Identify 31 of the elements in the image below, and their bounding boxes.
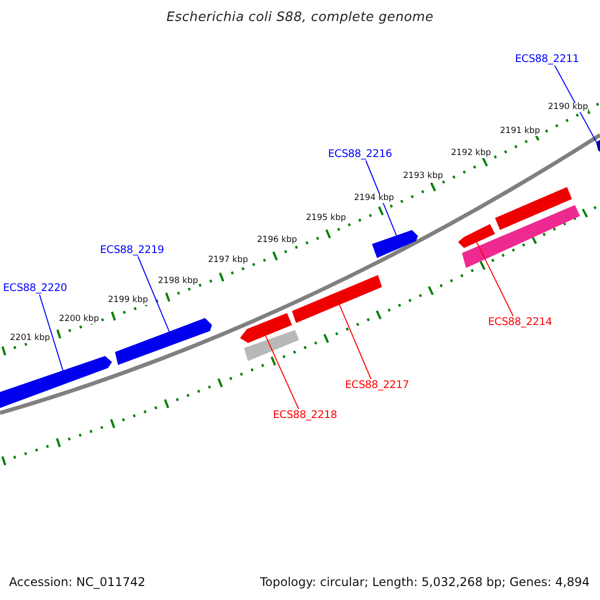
- leader-line: [38, 294, 64, 371]
- leader-line: [554, 65, 597, 142]
- leader-line: [137, 256, 170, 332]
- scale-label: 2191 kbp: [500, 127, 540, 136]
- gene-label: ECS88_2217: [345, 380, 409, 390]
- gene-feature: [292, 275, 382, 323]
- leader-line: [265, 335, 300, 410]
- genome-info-text: Topology: circular; Length: 5,032,268 bp; Genes: 4,894: [260, 576, 590, 588]
- gene-label: ECS88_2214: [488, 317, 552, 328]
- gene-feature: [495, 187, 572, 230]
- gene-feature: [0, 356, 112, 408]
- scale-label: 2197 kbp: [208, 256, 248, 264]
- scale-label: 2198 kbp: [158, 277, 198, 286]
- gene-label: ECS88_2218: [273, 410, 337, 420]
- gene-feature: [458, 224, 495, 248]
- leader-line: [476, 242, 514, 316]
- gene-label: ECS88_2216: [328, 149, 392, 160]
- gene-feature: [115, 318, 212, 365]
- gene-feature: [596, 140, 600, 152]
- gene-label: ECS88_2211: [515, 54, 579, 64]
- accession-text: Accession: NC_011742: [9, 576, 146, 588]
- scale-label: 2195 kbp: [306, 214, 346, 222]
- title: Escherichia coli S88, complete genome: [166, 11, 434, 24]
- gene-feature: [372, 230, 418, 258]
- gene-label: ECS88_2220: [3, 283, 67, 294]
- gene-feature: [240, 313, 292, 343]
- leader-line: [365, 160, 397, 236]
- gene-label: ECS88_2219: [100, 245, 164, 256]
- leader-line: [338, 304, 372, 380]
- scale-label: 2200 kbp: [59, 315, 100, 324]
- scale-label: 2193 kbp: [403, 172, 444, 180]
